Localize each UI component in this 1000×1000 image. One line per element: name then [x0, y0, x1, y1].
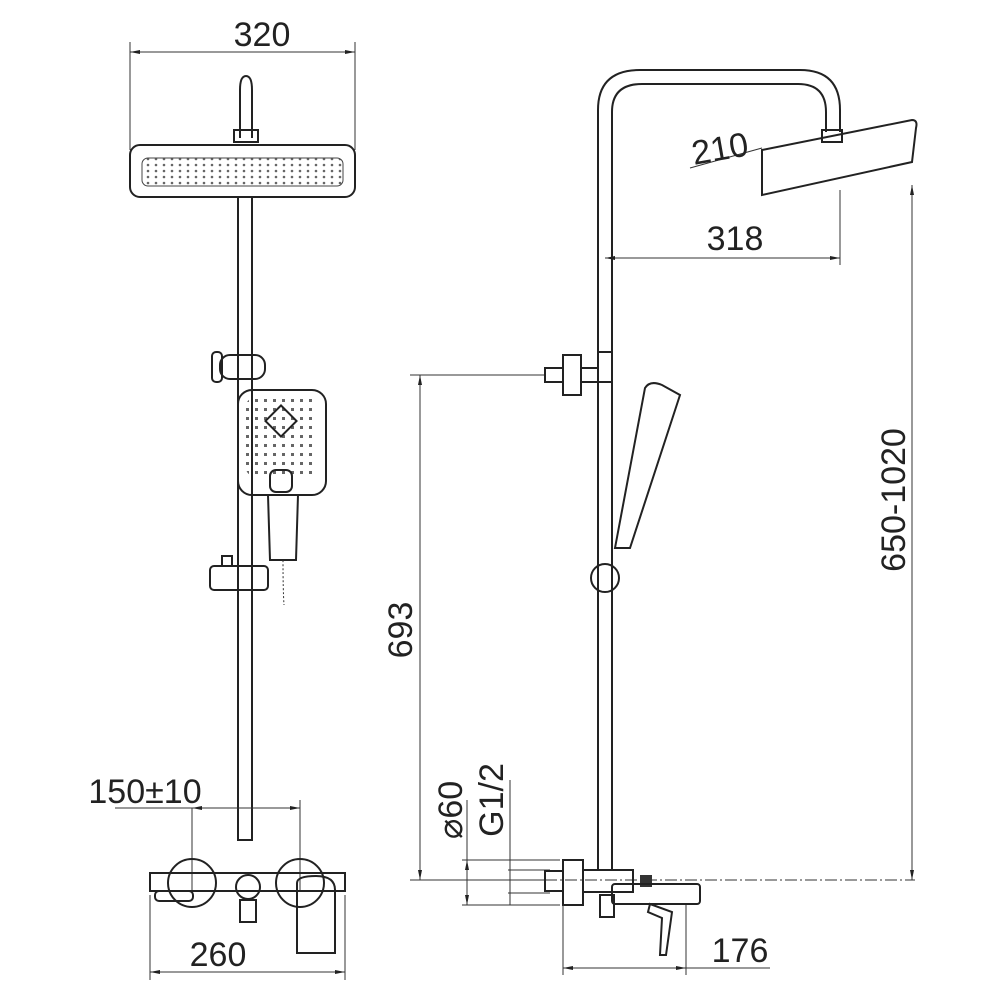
dim-spout-depth: 176 — [712, 932, 769, 970]
dim-head-depth: 210 — [689, 126, 751, 173]
mixer-handle — [296, 874, 336, 954]
dim-head-width: 320 — [234, 16, 291, 54]
eccentric-left — [167, 858, 217, 908]
shower-arm — [239, 74, 253, 138]
dim-flange-diameter: ⌀60 — [432, 781, 470, 839]
dim-mixer-width: 260 — [190, 936, 247, 974]
dim-thread: G1/2 — [473, 763, 511, 837]
diverter — [235, 874, 261, 900]
inlet-nut — [544, 870, 564, 892]
spout-side — [611, 883, 701, 905]
dim-holder-height: 693 — [382, 602, 420, 659]
hand-shower-side — [613, 382, 682, 549]
hand-shower-head — [237, 389, 327, 496]
slider-knob — [590, 563, 620, 593]
dim-arm-reach: 318 — [707, 220, 764, 258]
dim-height-range: 650-1020 — [875, 428, 913, 572]
rain-head-side — [761, 118, 918, 197]
riser-arm-inner — [611, 83, 827, 870]
mixer-body — [149, 872, 346, 892]
slider — [209, 565, 269, 591]
riser-arm-outer — [597, 69, 841, 870]
flange-side — [562, 859, 584, 906]
holder-side — [562, 354, 582, 396]
hand-shower-holder — [219, 354, 266, 380]
arm-nut — [233, 129, 259, 143]
eccentric-right — [275, 858, 325, 908]
riser-pipe — [237, 196, 253, 841]
dim-pitch: 150±10 — [88, 773, 201, 811]
side-view: 210 318 650-1020 693 ⌀60 G1/2 — [382, 69, 918, 975]
mixer-handle-side — [646, 902, 674, 956]
front-view: 320 150±10 260 — [88, 16, 356, 980]
